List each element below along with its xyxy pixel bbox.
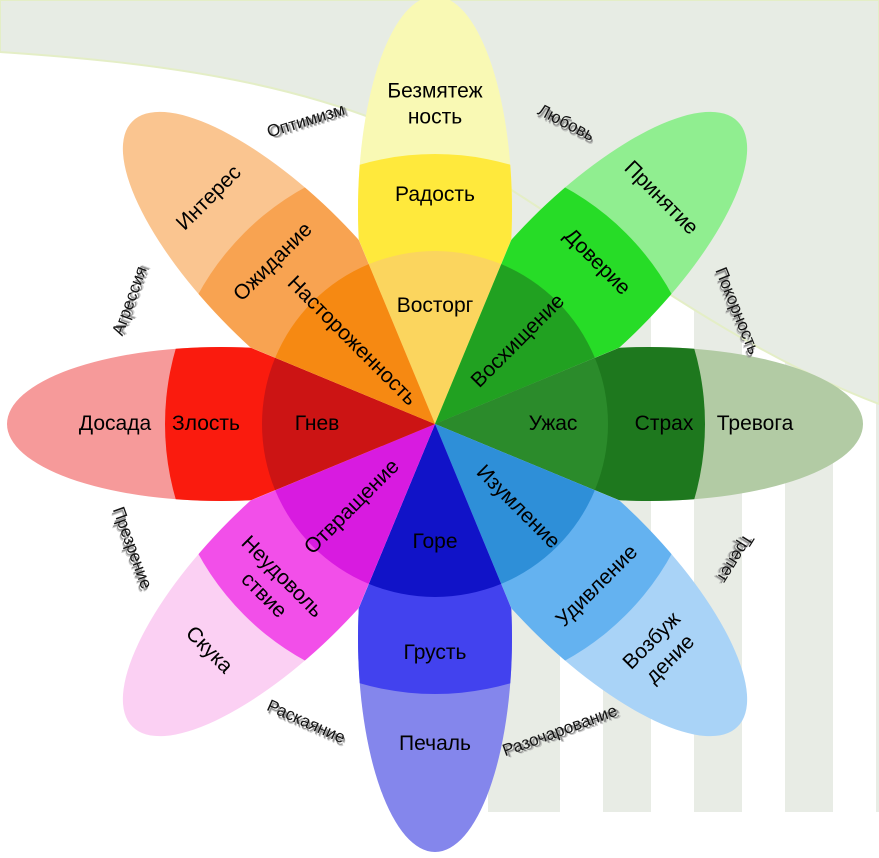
label-joy-inner: Восторг <box>396 294 474 318</box>
label-anticipation-inner: Настороженность <box>282 270 422 410</box>
label-joy-outer: Безмятеж ность <box>387 79 483 128</box>
label-trust-inner: Восхищение <box>466 289 570 392</box>
label-trust-outer: Принятие <box>619 155 704 240</box>
label-surprise-middle: Удивление <box>551 540 643 632</box>
dyad-label-optimism: Оптимизм <box>264 99 348 142</box>
label-disgust-inner: Отвращение <box>299 455 404 560</box>
label-anger-middle: Злость <box>172 412 240 436</box>
dyad-label-aggressiveness: Агрессия <box>108 263 151 338</box>
label-trust-middle: Доверие <box>559 224 635 300</box>
dyad-label-remorse: Раскаяние <box>264 695 349 748</box>
label-sadness-outer: Печаль <box>399 732 471 756</box>
label-surprise-outer: Возбуж дение <box>618 607 700 689</box>
label-joy-middle: Радость <box>395 183 475 207</box>
dyad-label-disappointment: Разочарование <box>499 700 620 761</box>
label-anger-outer: Досада <box>78 412 152 436</box>
label-fear-middle: Страх <box>634 412 694 436</box>
dyad-label-awe: Трепет <box>712 530 758 587</box>
label-fear-inner: Ужас <box>528 412 578 436</box>
dyad-label-submission: Покорность <box>711 264 764 358</box>
dyad-label-contempt: Презрение <box>108 504 157 592</box>
label-fear-outer: Тревога <box>716 412 794 436</box>
label-surprise-inner: Изумление <box>472 460 566 554</box>
label-disgust-outer: Скука <box>180 621 238 679</box>
label-sadness-inner: Горе <box>412 530 458 554</box>
label-sadness-middle: Грусть <box>403 641 467 665</box>
label-anticipation-outer: Интерес <box>171 160 246 235</box>
label-anger-inner: Гнев <box>294 412 340 436</box>
dyad-label-love: Любовь <box>534 100 598 145</box>
